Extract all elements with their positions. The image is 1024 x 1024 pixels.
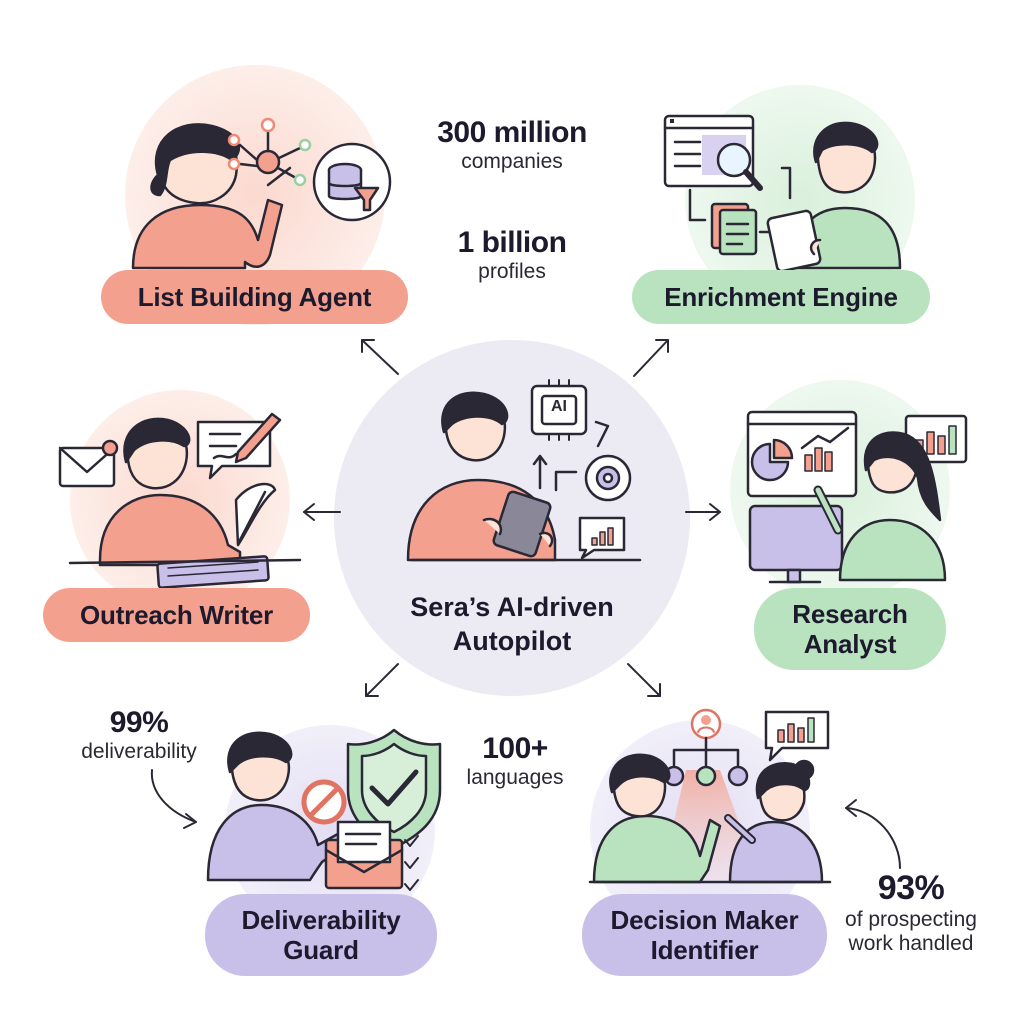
stat-work-value: 93% <box>877 869 945 907</box>
stat-profiles: 1 billion profiles <box>422 226 602 284</box>
outreach-illustration <box>58 412 302 589</box>
deliverability-guard-label: Deliverability Guard <box>205 894 437 976</box>
connector-arrows <box>150 339 901 869</box>
deliverability-illustration <box>206 728 442 891</box>
ai-chip-label: AI <box>551 398 567 415</box>
research-analyst-line1: Research <box>792 599 908 629</box>
stat-work-label-line2: work handled <box>848 932 974 955</box>
list-building-agent-text: List Building Agent <box>137 282 372 312</box>
decision-maker-line2: Identifier <box>650 935 759 965</box>
list-building-agent-label: List Building Agent <box>101 270 408 324</box>
research-illustration <box>746 410 968 584</box>
arrow-work-stat <box>845 807 901 869</box>
stat-deliverability-value: 99% <box>109 706 169 739</box>
deliverability-guard-line2: Guard <box>283 935 359 965</box>
research-analyst-label: Research Analyst <box>754 588 946 670</box>
stat-work-label-line1: of prospecting <box>845 908 977 931</box>
arrow-to-list-building <box>361 339 399 375</box>
decision-illustration <box>588 708 832 884</box>
arrow-to-decision <box>627 663 661 697</box>
stat-companies-label: companies <box>461 150 563 173</box>
stat-companies-value: 300 million <box>437 116 587 149</box>
enrichment-illustration <box>663 114 902 273</box>
autopilot-title-line2: Autopilot <box>452 626 572 656</box>
stat-languages-label: languages <box>466 766 564 789</box>
stat-profiles-label: profiles <box>478 260 546 283</box>
autopilot-title-line1: Sera’s AI-driven <box>410 592 614 622</box>
research-analyst-line2: Analyst <box>803 629 897 659</box>
stat-companies: 300 million companies <box>412 116 612 174</box>
stat-languages: 100+ languages <box>440 732 590 790</box>
list-building-illustration <box>131 117 392 270</box>
arrow-to-deliverability <box>365 663 399 697</box>
autopilot-title: Sera’s AI-driven Autopilot <box>362 590 662 658</box>
enrichment-engine-text: Enrichment Engine <box>664 282 898 312</box>
stat-profiles-value: 1 billion <box>457 226 567 259</box>
autopilot-illustration <box>406 379 642 562</box>
outreach-writer-label: Outreach Writer <box>43 588 310 642</box>
outreach-writer-text: Outreach Writer <box>79 600 274 630</box>
decision-maker-label: Decision Maker Identifier <box>582 894 827 976</box>
stat-deliverability: 99% deliverability <box>54 706 224 764</box>
deliverability-guard-line1: Deliverability <box>241 905 401 935</box>
stat-work-handled: 93% of prospecting work handled <box>826 868 996 956</box>
enrichment-engine-label: Enrichment Engine <box>632 270 930 324</box>
stat-languages-value: 100+ <box>482 732 548 765</box>
decision-maker-line1: Decision Maker <box>610 905 799 935</box>
arrow-deliverability-stat <box>150 769 197 823</box>
arrow-to-enrichment <box>633 339 669 377</box>
stat-deliverability-label: deliverability <box>81 740 197 763</box>
